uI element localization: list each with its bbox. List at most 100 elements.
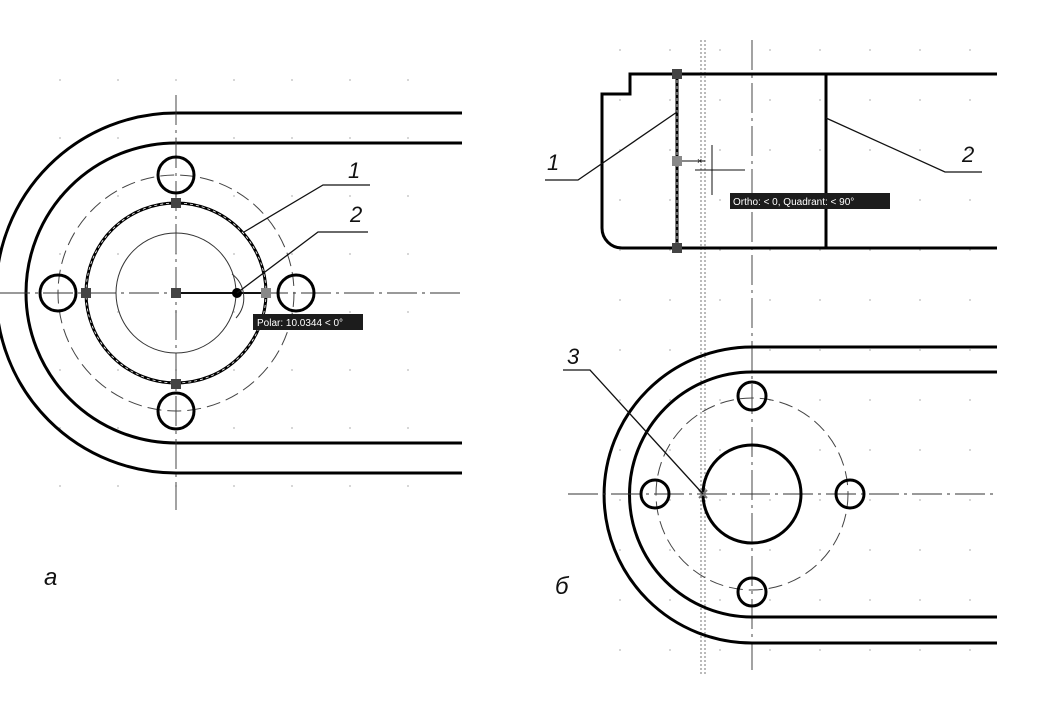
grid-dot [669,399,671,401]
grid-dot [719,149,721,151]
grip-bottom-b[interactable] [672,243,682,253]
grid-dot [619,399,621,401]
callout-1-b: 1 [547,150,559,175]
grid-dot [233,195,235,197]
grid-dot [291,253,293,255]
grid-dot [669,549,671,551]
grid-dot [349,427,351,429]
grid-dot [869,399,871,401]
grid-dot [719,249,721,251]
grid-dot [619,349,621,351]
grid-dot [291,79,293,81]
grid-dot [769,249,771,251]
grid-dot [669,299,671,301]
grid-dot [819,549,821,551]
panel-b-plan-view: 3 б [555,344,997,645]
grid-dot [919,499,921,501]
grid-dot [819,649,821,651]
grid-dot [619,299,621,301]
bolt-hole-left-a [38,273,78,313]
inner-outline-b [628,370,997,619]
grid-dot [669,499,671,501]
grid-dot [669,199,671,201]
grid-dot [819,599,821,601]
grip-top-b[interactable] [672,69,682,79]
grid-dot [819,499,821,501]
grid-dot [969,99,971,101]
leader-2-a [236,231,368,294]
grid-dot [407,427,409,429]
grid-dot [407,485,409,487]
grid-dot [869,349,871,351]
panel-b-side-view: × Ortho: < 0, Quadrant: < 90° 1 2 [545,40,997,675]
grid-dot [233,485,235,487]
grid-dot [769,649,771,651]
grid-dot [719,49,721,51]
grid-dot [407,195,409,197]
grid-dot [233,253,235,255]
grid-dot [349,485,351,487]
grid-dot [819,149,821,151]
grid-dot [233,137,235,139]
grid-dot [619,549,621,551]
callout-3-b: 3 [567,344,580,369]
leader-1-b [545,111,678,181]
grip-bottom-a[interactable] [171,379,181,389]
grid-dot [869,299,871,301]
callout-2-a: 2 [349,202,362,227]
grid-dot [869,149,871,151]
polar-tooltip-text-a: Polar: 10.0344 < 0° [257,318,343,329]
grid-dot [117,485,119,487]
grid-dot [59,485,61,487]
grip-center-a[interactable] [171,288,181,298]
grid-dot [869,499,871,501]
bolt-hole-left-b [639,478,671,510]
grid-dot [719,299,721,301]
grid-dot [619,499,621,501]
grid-dot [969,599,971,601]
grid-dot [59,137,61,139]
grip-left-a[interactable] [81,288,91,298]
leader-2-b [825,117,982,173]
grid-dot [175,79,177,81]
snap-marker-b: × [697,156,702,166]
grid-dot [669,649,671,651]
grid-dot [669,449,671,451]
bolt-circle-a [57,174,295,412]
grid-dot [407,369,409,371]
grid-dot [869,99,871,101]
panel-a: Polar: 10.0344 < 0° 1 2 а [0,79,462,591]
grid-dot [349,311,351,313]
grid-dot [719,599,721,601]
grip-top-a[interactable] [171,198,181,208]
grid-dot [291,485,293,487]
grip-mid-hot-b[interactable] [672,156,682,166]
grid-dot [669,349,671,351]
grid-dot [869,449,871,451]
grip-right-hot-a[interactable] [261,288,271,298]
bolt-hole-top-b [736,380,768,412]
grid-dot [769,99,771,101]
grid-dot [719,399,721,401]
grid-dot [117,369,119,371]
grid-dot [669,249,671,251]
grid-dot [233,427,235,429]
outer-outline-b [602,345,997,645]
grid-dot [919,199,921,201]
leader-3-b [563,369,704,495]
grid-dot [919,399,921,401]
grid-dot [869,49,871,51]
grid-dot [59,369,61,371]
grid-dot [619,99,621,101]
grid-dot [969,149,971,151]
grid-dot [869,599,871,601]
grid-dot [769,349,771,351]
grid-dot [769,499,771,501]
polar-tooltip-a: Polar: 10.0344 < 0° [253,314,363,330]
grid-dot [769,599,771,601]
side-view-outline-b [600,72,997,250]
grid-dot [869,249,871,251]
grid-dot [969,49,971,51]
grid-dot [233,79,235,81]
grid-dot [349,253,351,255]
